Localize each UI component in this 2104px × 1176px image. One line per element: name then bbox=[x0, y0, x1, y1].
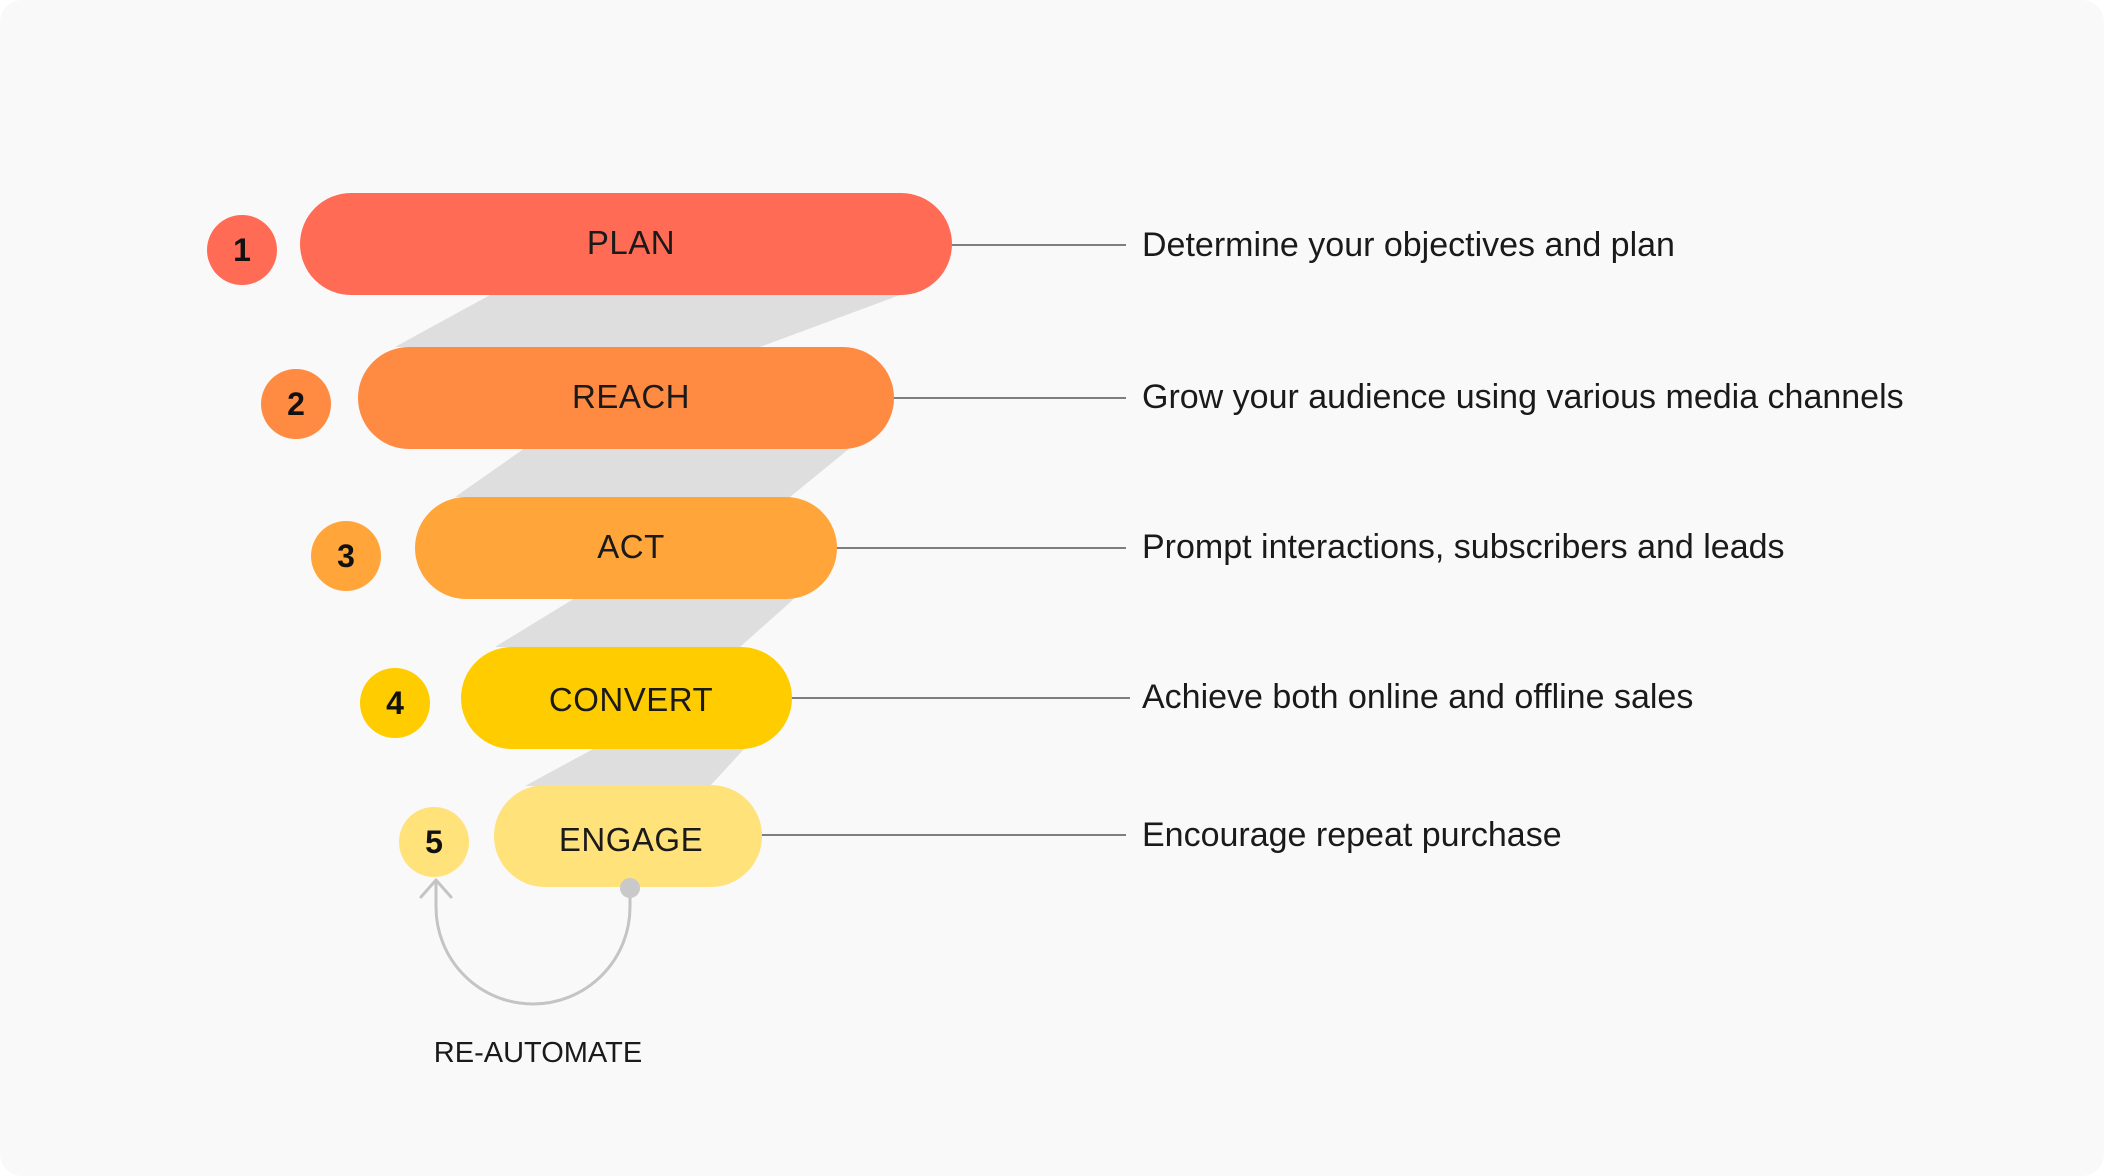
step-badge-2 bbox=[261, 369, 331, 439]
re-automate-loop: RE-AUTOMATE bbox=[419, 878, 642, 1069]
stage-label-act: ACT bbox=[597, 528, 665, 565]
stage-convert: CONVERT 4 Achieve both online and offlin… bbox=[360, 647, 1693, 749]
step-number-3: 3 bbox=[337, 538, 355, 574]
re-automate-label: RE-AUTOMATE bbox=[434, 1037, 642, 1069]
stage-label-reach: REACH bbox=[572, 378, 690, 415]
connector-2-3 bbox=[455, 448, 850, 497]
pill-plan bbox=[300, 193, 952, 295]
stage-engage: ENGAGE 5 Encourage repeat purchase bbox=[399, 785, 1562, 887]
pill-convert bbox=[461, 647, 792, 749]
step-number-4: 4 bbox=[386, 685, 404, 721]
step-badge-4 bbox=[360, 668, 430, 738]
description-reach: Grow your audience using various media c… bbox=[1142, 378, 1904, 416]
step-number-1: 1 bbox=[233, 232, 251, 268]
funnel-connectors bbox=[395, 295, 900, 786]
pill-act bbox=[415, 497, 837, 599]
loop-arrow-head-icon bbox=[419, 878, 453, 899]
step-badge-3 bbox=[311, 521, 381, 591]
stage-act: ACT 3 Prompt interactions, subscribers a… bbox=[311, 497, 1785, 599]
step-badge-5 bbox=[399, 807, 469, 877]
stage-plan: PLAN 1 Determine your objectives and pla… bbox=[207, 193, 1675, 295]
pill-reach bbox=[358, 347, 894, 449]
step-badge-1 bbox=[207, 215, 277, 285]
stage-label-convert: CONVERT bbox=[549, 681, 713, 718]
description-engage: Encourage repeat purchase bbox=[1142, 816, 1562, 854]
pill-engage bbox=[494, 785, 762, 887]
connector-3-4 bbox=[495, 598, 795, 647]
step-number-5: 5 bbox=[425, 824, 443, 860]
description-act: Prompt interactions, subscribers and lea… bbox=[1142, 528, 1785, 566]
stage-label-engage: ENGAGE bbox=[559, 821, 703, 858]
connector-1-2 bbox=[395, 295, 900, 347]
step-number-2: 2 bbox=[287, 386, 305, 422]
connector-4-5 bbox=[525, 748, 745, 786]
stage-reach: REACH 2 Grow your audience using various… bbox=[261, 347, 1904, 449]
stage-label-plan: PLAN bbox=[587, 224, 675, 261]
description-convert: Achieve both online and offline sales bbox=[1142, 678, 1693, 716]
loop-start-dot bbox=[620, 878, 640, 898]
loop-arc bbox=[434, 882, 632, 1006]
description-plan: Determine your objectives and plan bbox=[1142, 226, 1675, 264]
